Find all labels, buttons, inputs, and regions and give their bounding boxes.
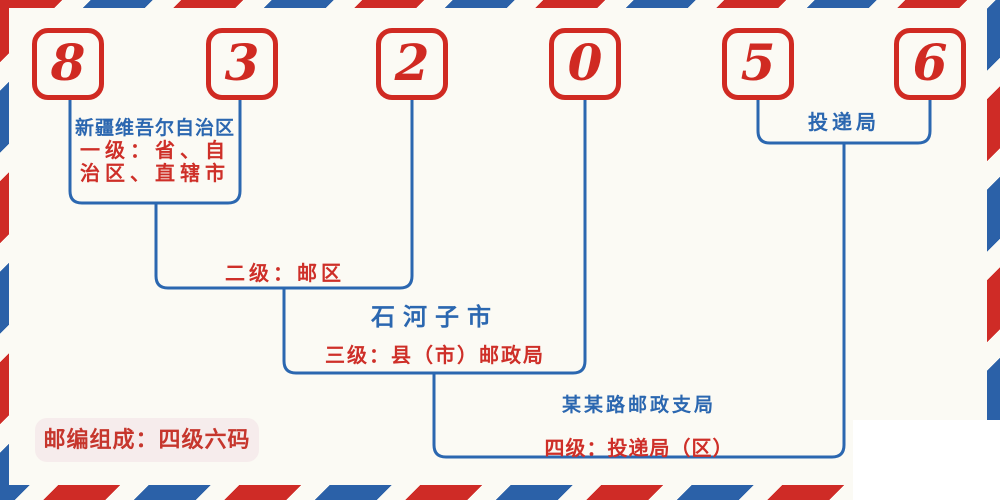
digit-3: 2 <box>394 33 430 92</box>
level4-label: 某某路邮政支局 四级：投递局（区） <box>434 390 844 461</box>
level3-city-name: 石河子市 <box>371 304 499 331</box>
diagram-background <box>9 8 987 485</box>
level3-description: 三级：县（市）邮政局 <box>325 345 545 367</box>
digit-box-5: 5 <box>722 28 794 100</box>
digit-6: 6 <box>912 33 948 92</box>
digit-2: 3 <box>224 33 260 92</box>
delivery-bureau-label: 投递局 <box>808 112 880 134</box>
digit-box-1: 8 <box>32 28 104 100</box>
level1-region-name: 新疆维吾尔自治区 <box>74 118 235 139</box>
level2-label: 二级：邮区 <box>225 263 345 285</box>
level3-label: 石河子市 三级：县（市）邮政局 <box>284 304 586 368</box>
digit-box-3: 2 <box>376 28 448 100</box>
level4-branch-name: 某某路邮政支局 <box>561 395 716 416</box>
bottom-right-white-patch <box>853 420 1000 500</box>
digit-1: 8 <box>50 33 86 92</box>
level1-description-line1: 一级：省、自 <box>80 140 230 162</box>
level4-description: 四级：投递局（区） <box>544 438 734 460</box>
level1-description-line2: 治区、直辖市 <box>80 163 230 185</box>
digit-5: 5 <box>740 33 776 92</box>
digit-box-2: 3 <box>206 28 278 100</box>
connector-delivery-bracket <box>756 100 932 145</box>
digit-box-6: 6 <box>894 28 966 100</box>
digit-4: 0 <box>567 33 603 92</box>
postal-code-composition-badge: 邮编组成：四级六码 <box>35 418 259 462</box>
connector-level4 <box>432 143 846 459</box>
digit-box-4: 0 <box>549 28 621 100</box>
level1-label: 新疆维吾尔自治区 一级：省、自 治区、直辖市 <box>60 117 250 186</box>
